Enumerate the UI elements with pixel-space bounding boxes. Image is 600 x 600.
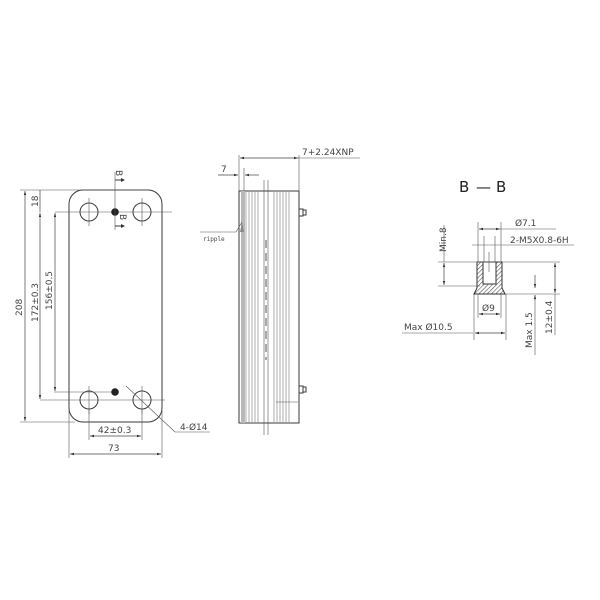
side-body-outline	[238, 190, 300, 424]
dim-inner-diameter: Ø7.1	[515, 218, 536, 229]
dim-top-offset: 18	[31, 195, 41, 207]
ripple-label: ripple	[203, 236, 225, 243]
section-title-right: B	[496, 178, 506, 196]
front-view: B B 4-Ø14 208 18 172±0.3 156±0.5 42±0.3	[15, 170, 210, 458]
stud-bore	[482, 261, 497, 285]
port-callout-label: 4-Ø14	[180, 422, 208, 433]
section-cut-marker: B B	[113, 170, 127, 230]
dim-min-depth: Min.8	[439, 227, 449, 252]
section-title-dash: —	[476, 178, 491, 196]
side-stud-bottom	[298, 385, 307, 394]
dim-thickness-formula: 7+2.24XNP	[302, 148, 354, 158]
dim-body-diameter: Ø9	[482, 303, 495, 314]
section-view: B — B Ø7.1 2-M5X0.8-6H Min.8 Ø9	[402, 178, 574, 355]
port-top-left	[79, 198, 99, 226]
dim-port-spacing: 42±0.3	[98, 426, 131, 436]
side-stud-top	[298, 208, 307, 217]
dim-stud-height: 12±0.4	[545, 300, 555, 334]
plate-outline	[68, 189, 163, 423]
dim-thread-spec: 2-M5X0.8-6H	[510, 236, 569, 246]
port-bottom-right	[132, 386, 152, 414]
port-top-right	[132, 198, 152, 226]
ripple-leader	[200, 221, 243, 233]
section-letter-side: B	[117, 214, 127, 220]
section-letter-top: B	[113, 170, 123, 176]
dim-overall-height: 208	[15, 299, 25, 316]
dim-max-flange-diameter: Max Ø10.5	[404, 322, 453, 333]
dim-port-center-outer: 172±0.3	[31, 283, 41, 322]
stud-bottom	[111, 388, 119, 396]
port-bottom-left	[79, 386, 99, 414]
dim-port-center-inner: 156±0.5	[45, 271, 55, 310]
dim-end-plate: 7	[221, 165, 227, 175]
dim-overall-width: 73	[108, 444, 119, 454]
side-view: ripple 7+2.24XNP 7	[200, 148, 360, 435]
section-title-left: B	[459, 178, 469, 196]
dim-max-flange-height: Max 1.5	[525, 312, 535, 348]
